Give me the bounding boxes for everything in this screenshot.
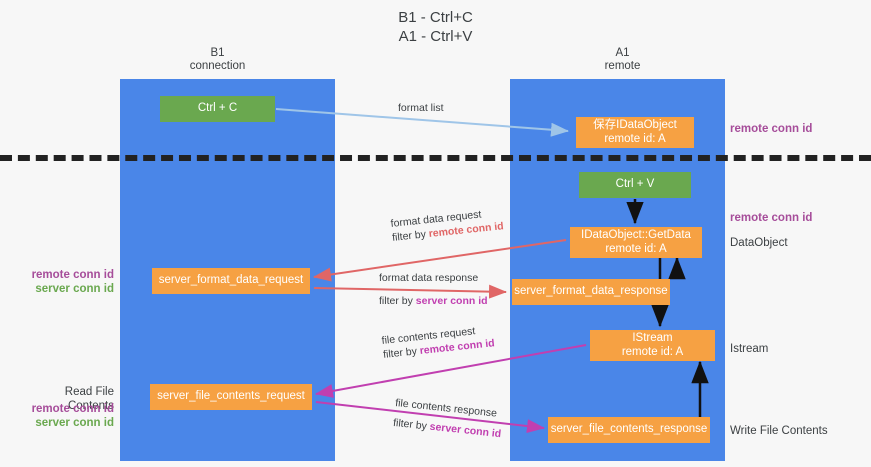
label-server-conn-id-1: server conn id bbox=[35, 283, 114, 295]
label-read-file-contents: Read File Contents bbox=[64, 386, 114, 412]
box-ctrl-c-label: Ctrl + C bbox=[197, 102, 238, 115]
label-remote-conn-id-2: remote conn id bbox=[31, 403, 114, 415]
arrow-file-contents-response bbox=[315, 401, 545, 434]
column-header-a1-name: A1 bbox=[615, 47, 630, 59]
box-server-file-contents-request-label: server_file_contents_request bbox=[157, 390, 305, 403]
box-server-format-data-response[interactable]: server_format_data_response bbox=[512, 279, 670, 305]
box-istream-line2: remote id: A bbox=[621, 345, 684, 358]
box-server-file-contents-response[interactable]: server_file_contents_response bbox=[548, 417, 710, 443]
page-title: B1 - Ctrl+C A1 - Ctrl+V bbox=[0, 8, 871, 46]
filter-prefix: filter by bbox=[382, 345, 421, 361]
box-server-format-data-request[interactable]: server_format_data_request bbox=[152, 268, 310, 294]
arrow-file-contents-request bbox=[315, 344, 587, 398]
filter-prefix: filter by bbox=[391, 228, 430, 244]
label-remote-conn-id-top: remote conn id bbox=[730, 123, 813, 135]
label-conn-ids-top: remote conn id server conn id bbox=[18, 268, 114, 296]
box-idataobject-getdata-line1: IDataObject::GetData bbox=[581, 229, 691, 241]
box-istream[interactable]: IStream remote id: A bbox=[590, 330, 715, 361]
filter-prefix: filter by bbox=[392, 416, 431, 433]
column-header-a1-sub: remote bbox=[604, 60, 641, 72]
box-idataobject-getdata-line2: remote id: A bbox=[605, 242, 667, 255]
box-server-file-contents-response-label: server_file_contents_response bbox=[550, 423, 708, 436]
arrow-label-format-list: format list bbox=[398, 101, 444, 115]
arrow-format-data-request bbox=[313, 239, 567, 282]
box-idataobject-getdata[interactable]: IDataObject::GetData remote id: A bbox=[570, 227, 702, 258]
box-ctrl-v-label: Ctrl + V bbox=[615, 178, 655, 191]
box-ctrl-c[interactable]: Ctrl + C bbox=[160, 96, 275, 122]
arrow-format-list bbox=[275, 108, 569, 137]
phase-divider bbox=[0, 155, 871, 161]
arrow-label-format-list-text: format list bbox=[398, 102, 444, 114]
arrow-format-data-response bbox=[313, 284, 507, 299]
box-save-idataobject[interactable]: 保存IDataObject remote id: A bbox=[576, 117, 694, 148]
label-remote-conn-id-1: remote conn id bbox=[31, 269, 114, 281]
label-write-file-contents: Write File Contents bbox=[730, 425, 828, 437]
label-server-conn-id-2: server conn id bbox=[35, 417, 114, 429]
filter-key-server-conn-id: server conn id bbox=[415, 295, 488, 307]
title-line-1: B1 - Ctrl+C bbox=[398, 9, 473, 26]
column-header-b1-sub: connection bbox=[189, 60, 246, 72]
arrow-label-format-data-response-main: format data response bbox=[379, 272, 479, 284]
label-remote-conn-id-mid: remote conn id bbox=[730, 212, 813, 224]
box-server-file-contents-request[interactable]: server_file_contents_request bbox=[150, 384, 312, 410]
box-istream-line1: IStream bbox=[632, 332, 673, 344]
label-conn-ids-bottom: remote conn id server conn id bbox=[18, 402, 114, 430]
box-server-format-data-request-label: server_format_data_request bbox=[158, 274, 304, 287]
box-ctrl-v[interactable]: Ctrl + V bbox=[579, 172, 691, 198]
column-header-b1: B1 connection bbox=[155, 47, 280, 73]
column-header-a1: A1 remote bbox=[560, 47, 685, 73]
box-server-format-data-response-label: server_format_data_response bbox=[514, 285, 668, 298]
arrow-label-format-data-response: format data response filter by server co… bbox=[379, 271, 488, 308]
column-header-b1-name: B1 bbox=[210, 47, 225, 59]
label-istream: Istream bbox=[730, 343, 769, 355]
box-save-idataobject-line1: 保存IDataObject bbox=[593, 119, 677, 131]
box-save-idataobject-line2: remote id: A bbox=[604, 132, 666, 145]
filter-prefix: filter by bbox=[379, 295, 416, 307]
arrow-label-format-data-response-filter: filter by server conn id bbox=[379, 294, 488, 308]
title-line-2: A1 - Ctrl+V bbox=[398, 28, 473, 45]
label-dataobject: DataObject bbox=[730, 237, 788, 249]
